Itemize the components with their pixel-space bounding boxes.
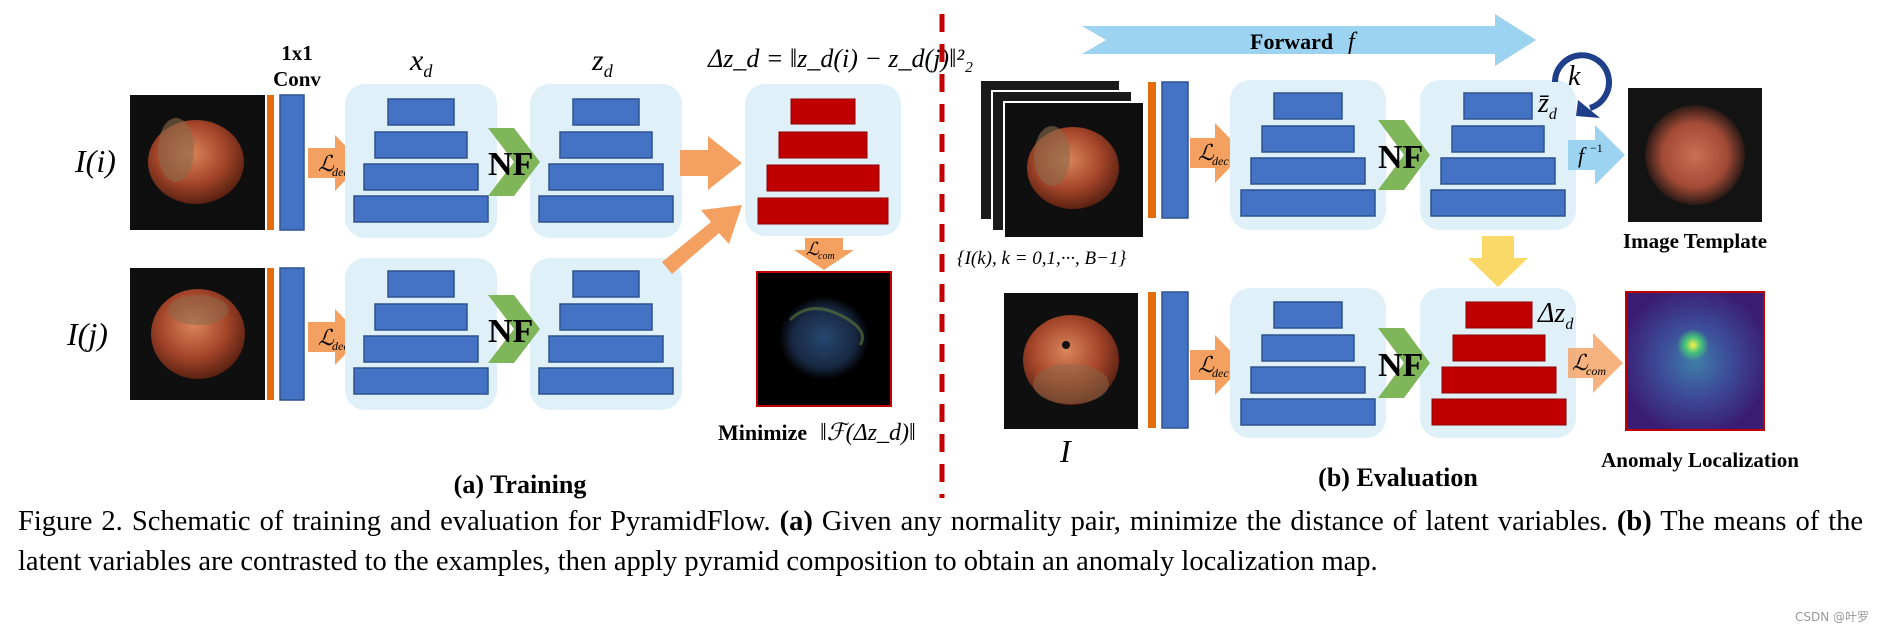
svg-text:dec: dec [332,165,349,179]
caption-intro: Schematic of training and evaluation for… [131,506,771,537]
pyramidflow-diagram: I(i) I(j) 1x1 Conv ℒ dec ℒ dec xd zd [66,14,1799,499]
eval-conv-blue-bar-bottom [1161,291,1189,429]
pyramid-xd-i [353,98,489,223]
zbar-label: z̄d [1537,88,1558,123]
evaluation-title: (b) Evaluation [1318,463,1478,492]
template-down-arrow [1468,236,1528,287]
caption-text-b: The means of the latent variables are co… [18,506,1864,577]
svg-text:ℒ: ℒ [1198,140,1215,165]
normal-sample-stack [979,79,1145,239]
svg-text:dec: dec [332,339,349,353]
minimize-label: Minimize [718,420,807,445]
test-image [1004,293,1138,429]
eval-pyramid-xd-top [1240,92,1376,217]
conv-orange-bar-i [267,95,274,230]
eval-pyramid-xd-bottom [1240,301,1376,426]
eval-loss-dec-arrow-bottom: ℒ dec [1190,335,1244,395]
watermark: CSDN @叶罗 [1794,610,1869,624]
caption-part-a: (a) [779,506,813,537]
loss-com-arrow-training: ℒ com [794,238,854,270]
svg-text:ℒ: ℒ [806,239,820,259]
test-input-label: I [1059,433,1072,469]
pyramid-delta-training [757,98,889,225]
input-i-label: I(i) [74,143,116,179]
eval-loss-dec-arrow-top: ℒ dec [1190,123,1244,183]
conv-label-line1: 1x1 [281,41,313,65]
svg-text:NF: NF [1378,347,1423,384]
training-difference-map [756,271,892,407]
eval-pyramid-zd-top [1430,92,1566,217]
training-image-i [130,95,265,230]
svg-text:f: f [1348,29,1358,55]
caption-figure-label: Figure 2. [18,506,123,537]
image-template [1628,88,1762,222]
delta-equation: Δz_d = ‖z_d(i) − z_d(j)‖²₂ [707,44,973,73]
svg-text:−1: −1 [1590,141,1603,155]
svg-text:ℒ: ℒ [1198,352,1215,377]
svg-text:dec: dec [1212,154,1229,168]
eval-nf-arrow-bottom: NF [1378,328,1430,398]
arrow-zd-j-to-delta [662,205,742,274]
training-title: (a) Training [454,470,587,499]
figure-caption: Figure 2. Schematic of training and eval… [18,502,1863,582]
svg-text:NF: NF [488,313,533,350]
svg-text:com: com [818,251,835,262]
svg-text:dec: dec [1212,366,1229,380]
conv-orange-bar-j [267,268,274,400]
svg-text:ℒ: ℒ [318,325,335,350]
anomaly-localization-map [1625,291,1765,431]
svg-text:ℒ: ℒ [318,151,335,176]
pyramid-zd-i [538,98,674,223]
xd-label: xd [409,44,433,81]
nf-arrow-j: NF [488,295,540,363]
minimize-expression: ‖ℱ(Δz_d)‖ [820,420,916,446]
eval-nf-arrow-top: NF [1378,120,1430,190]
input-j-label: I(j) [66,316,108,352]
conv-label-line2: Conv [273,67,321,91]
training-image-j [130,268,265,400]
forward-arrow: Forward f [1082,14,1536,66]
k-loop-arrow: k [1552,52,1612,118]
pyramid-zd-j [538,270,674,395]
pyramid-xd-j [353,270,489,395]
eval-pyramid-delta [1431,301,1567,426]
eval-conv-orange-bar-top [1148,82,1156,218]
eval-delta-label: Δzd [1537,298,1574,333]
eval-loss-com-arrow: ℒ com [1568,333,1623,393]
eval-conv-orange-bar-bottom [1148,292,1156,428]
svg-text:ℒ: ℒ [1572,350,1589,375]
conv-blue-bar-i [279,94,305,231]
caption-part-b: (b) [1616,506,1652,537]
arrow-zd-i-to-delta [680,136,742,190]
image-template-label: Image Template [1623,229,1767,253]
svg-text:NF: NF [488,146,533,183]
inverse-flow-arrow: f −1 [1568,125,1625,185]
zd-label: zd [591,44,614,81]
normal-set-label: {I(k), k = 0,1,···, B−1} [957,248,1126,269]
eval-conv-blue-bar-top [1161,81,1189,219]
anomaly-localization-label: Anomaly Localization [1601,448,1799,472]
svg-text:k: k [1568,61,1581,92]
svg-text:NF: NF [1378,139,1423,176]
svg-text:f: f [1578,143,1587,168]
svg-text:com: com [1586,364,1606,378]
nf-arrow-i: NF [488,128,540,196]
caption-text-a: Given any normality pair, minimize the d… [821,506,1608,537]
conv-blue-bar-j [279,267,305,401]
svg-text:Forward: Forward [1250,29,1333,54]
